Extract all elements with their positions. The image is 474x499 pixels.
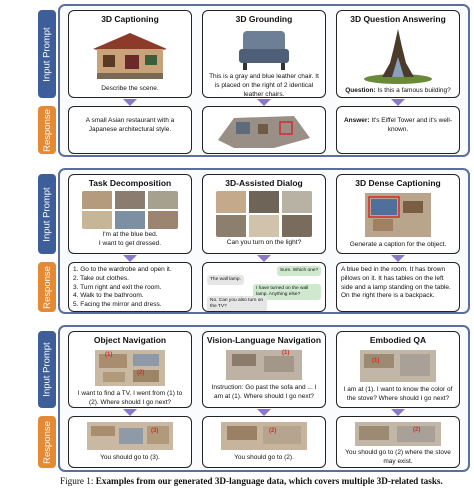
- step-item: 1. Go to the wardrobe and open it.: [73, 266, 172, 273]
- response-tab-2: Response: [38, 262, 56, 312]
- qa-response-text: Answer: It's Eiffel Tower and it's well-…: [343, 117, 453, 133]
- step-item: 5. Facing the mirror and dress.: [73, 301, 162, 309]
- marker-label: (2): [269, 428, 277, 434]
- decomposition-prompt-cell: Task Decomposition I'm at the blue bed. …: [68, 174, 192, 254]
- floorplan-image: [360, 350, 436, 382]
- objnav-result-image: (3): [85, 420, 175, 452]
- eiffel-tower-image: [364, 29, 432, 84]
- eqa-response-text: You should go to (2) where the stove may…: [345, 449, 451, 465]
- qa-prompt-text: Question: Is this a famous building?: [345, 87, 451, 94]
- eqa-title: Embodied QA: [369, 335, 427, 345]
- vln-result-image: (2): [219, 420, 309, 452]
- vln-response-cell: (2) You should go to (2).: [202, 416, 326, 468]
- eqa-map-image: (1): [358, 348, 438, 384]
- arrow-down-icon: [123, 409, 137, 416]
- qa-title: 3D Question Answering: [350, 14, 446, 24]
- dense-caption-prompt-text: Generate a caption for the object.: [349, 241, 447, 248]
- vln-map-image: (1): [224, 348, 304, 382]
- objnav-map-image: (1) (2): [93, 348, 167, 388]
- step-item: 2. Take out clothes.: [73, 274, 129, 282]
- marker-label: (2): [137, 370, 145, 376]
- marker-label: (1): [372, 358, 380, 364]
- eqa-prompt-cell: Embodied QA (1) I am at (1). I want to k…: [336, 331, 460, 408]
- arrow-down-icon: [257, 99, 271, 106]
- arrow-down-icon: [391, 409, 405, 416]
- decomposition-prompt-line2: I want to get dressed.: [98, 239, 162, 247]
- vln-response-text: You should go to (2).: [234, 454, 294, 461]
- eqa-prompt-text: I am at (1). I want to know the color of…: [343, 386, 453, 402]
- marker-label: (2): [413, 427, 421, 433]
- input-prompt-tab-2: Input Prompt: [38, 174, 56, 254]
- floorplan-image: [95, 350, 165, 386]
- captioning-title: 3D Captioning: [101, 14, 159, 24]
- restaurant-scene-image: [93, 33, 167, 79]
- input-prompt-tab-1: Input Prompt: [38, 10, 56, 98]
- objnav-response-cell: (3) You should go to (3).: [68, 416, 192, 468]
- grounded-scene-image: [218, 116, 310, 148]
- objnav-prompt-text: I want to find a TV. I went from (1) to …: [77, 390, 183, 406]
- dialog-bubble-assistant: I have turned on the wall lamp. Anything…: [253, 284, 321, 300]
- vln-prompt-text: Instruction: Go past the sofa and ... I …: [211, 384, 317, 400]
- response-tab-1: Response: [38, 106, 56, 154]
- vln-prompt-cell: Vision-Language Navigation (1) Instructi…: [202, 331, 326, 408]
- objnav-title: Object Navigation: [93, 335, 167, 345]
- captioning-prompt-text: Describe the scene.: [101, 85, 159, 92]
- decomposition-prompt-line1: I'm at the blue bed.: [102, 231, 158, 238]
- input-prompt-tab-3: Input Prompt: [38, 331, 56, 408]
- dialog-bubble-assistant: Sure. Which one?: [277, 266, 322, 276]
- marker-label: (3): [151, 428, 159, 434]
- eqa-response-cell: (2) You should go to (2) where the stove…: [336, 416, 460, 468]
- floorplan-image: [221, 422, 307, 450]
- captioning-response-cell: A small Asian restaurant with a Japanese…: [68, 106, 192, 154]
- arrow-down-icon: [257, 409, 271, 416]
- eqa-result-image: (2): [353, 420, 443, 448]
- arrow-down-icon: [257, 255, 271, 262]
- marker-label: (1): [282, 350, 290, 356]
- dense-caption-title: 3D Dense Captioning: [355, 178, 441, 188]
- qa-response-cell: Answer: It's Eiffel Tower and it's well-…: [336, 106, 460, 154]
- room-views-image: [216, 191, 312, 237]
- decomposition-steps: 1. Go to the wardrobe and open it. 2. Ta…: [69, 263, 191, 310]
- step-item: 3. Turn right and exit the room.: [73, 283, 162, 291]
- floorplan-image: [355, 422, 441, 446]
- objnav-response-text: You should go to (3).: [100, 454, 160, 461]
- grounding-prompt-text: This is a gray and blue leather chair. I…: [209, 73, 319, 98]
- qa-prompt-cell: 3D Question Answering Question: Is this …: [336, 10, 460, 98]
- objnav-prompt-cell: Object Navigation (1) (2) I want to find…: [68, 331, 192, 408]
- decomposition-title: Task Decomposition: [88, 178, 172, 188]
- captioning-response-text: A small Asian restaurant with a Japanese…: [85, 117, 175, 133]
- arrow-down-icon: [391, 255, 405, 262]
- response-tab-3: Response: [38, 416, 56, 468]
- dialog-bubble-user: The wall lamp.: [207, 275, 244, 285]
- arrow-down-icon: [123, 255, 137, 262]
- dense-caption-prompt-cell: 3D Dense Captioning Generate a caption f…: [336, 174, 460, 254]
- dialog-prompt-cell: 3D-Assisted Dialog Can you turn on the l…: [202, 174, 326, 254]
- decomposition-response-cell: 1. Go to the wardrobe and open it. 2. Ta…: [68, 262, 192, 312]
- dialog-prompt-text: Can you turn on the light?: [226, 239, 302, 246]
- dense-caption-response-text: A blue bed in the room. It has brown pil…: [341, 266, 451, 300]
- dense-caption-response-cell: A blue bed in the room. It has brown pil…: [336, 262, 460, 312]
- step-item: 4. Walk to the bathroom.: [73, 292, 144, 300]
- dialog-title: 3D-Assisted Dialog: [225, 178, 303, 188]
- dialog-bubble-user: No. Can you also turn on the TV?: [207, 296, 267, 311]
- arrow-down-icon: [391, 99, 405, 106]
- vln-title: Vision-Language Navigation: [206, 335, 322, 345]
- figure-caption: Figure 1: Examples from our generated 3D…: [60, 476, 443, 486]
- room-views-image: [82, 191, 178, 229]
- floorplan-image: [87, 422, 173, 450]
- leather-chair-image: [239, 31, 289, 70]
- floorplan-image: [226, 350, 302, 380]
- grounding-response-cell: [202, 106, 326, 154]
- captioning-prompt-cell: 3D Captioning Describe the scene.: [68, 10, 192, 98]
- grounding-title: 3D Grounding: [235, 14, 293, 24]
- arrow-down-icon: [123, 99, 137, 106]
- marker-label: (1): [105, 352, 113, 358]
- dialog-response-cell: Sure. Which one? The wall lamp. I have t…: [202, 262, 326, 312]
- room-topdown-image: [365, 193, 431, 237]
- grounding-prompt-cell: 3D Grounding This is a gray and blue lea…: [202, 10, 326, 98]
